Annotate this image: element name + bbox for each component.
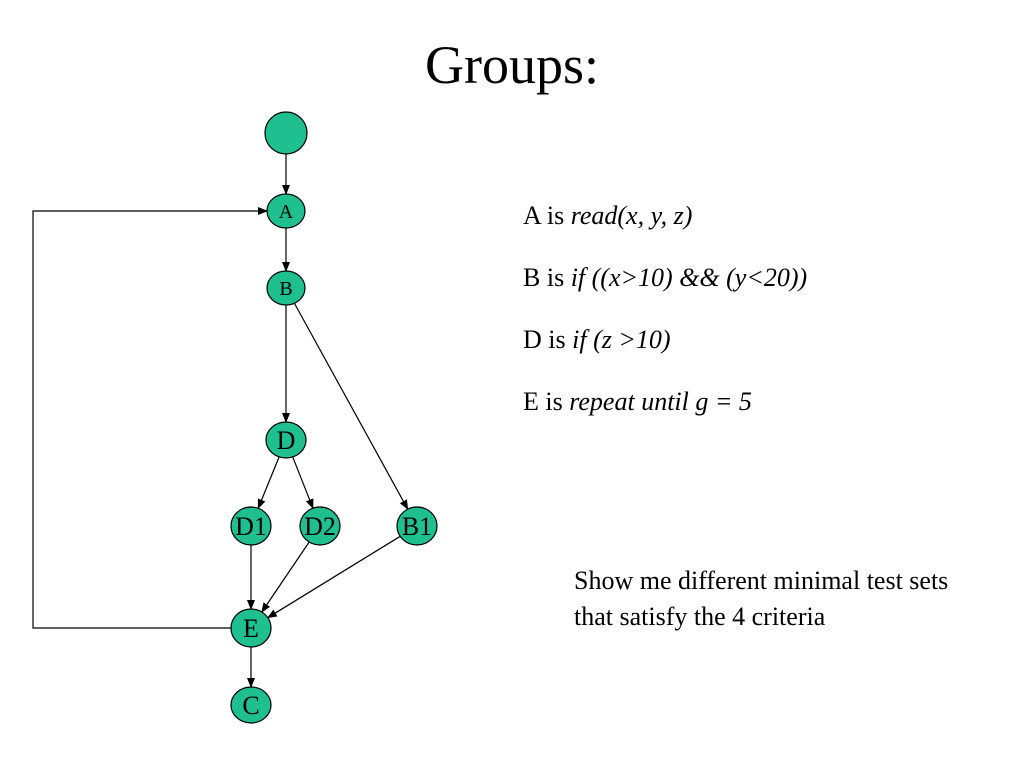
definition-e-prefix: E is [523, 387, 570, 416]
edge-b1-to-e [266, 535, 401, 619]
node-b-label: B [279, 278, 292, 300]
node-b1-circle [396, 506, 438, 546]
node-d1-label: D1 [235, 512, 267, 541]
node-e-circle [230, 608, 272, 648]
node-start [264, 111, 308, 155]
node-d2: D2 [299, 506, 341, 546]
definition-a-expr: read(x, y, z) [570, 201, 693, 230]
definition-d: D is if (z >10) [523, 320, 807, 382]
node-e: E [230, 608, 272, 648]
definition-b-expr: if ((x>10) && (y<20)) [570, 263, 808, 292]
definition-list: A is read(x, y, z) B is if ((x>10) && (y… [523, 196, 807, 444]
node-d-circle [265, 421, 307, 459]
slide-title: Groups: [425, 35, 599, 95]
node-e-label: E [243, 614, 259, 643]
definition-d-expr: if (z >10) [572, 325, 671, 354]
node-d1: D1 [230, 506, 272, 546]
edge-b-to-b1 [293, 302, 409, 511]
node-d2-circle [299, 506, 341, 546]
definition-e-expr: repeat until g = 5 [569, 387, 752, 416]
definition-b: B is if ((x>10) && (y<20)) [523, 258, 807, 320]
definition-e: E is repeat until g = 5 [523, 382, 807, 444]
definition-d-prefix: D is [523, 325, 573, 354]
definition-a: A is read(x, y, z) [523, 196, 807, 258]
node-b1-label: B1 [402, 512, 432, 541]
node-b1: B1 [396, 506, 438, 546]
edge-d-to-d2 [292, 456, 314, 510]
node-d-label: D [277, 426, 296, 455]
node-a-circle [266, 193, 306, 229]
node-a-label: A [279, 201, 294, 223]
node-start-circle [264, 111, 308, 155]
node-c-circle [230, 686, 272, 724]
node-a: A [266, 193, 306, 229]
definition-a-prefix: A is [523, 201, 571, 230]
instruction-note: Show me different minimal test sets that… [574, 566, 949, 631]
edge-d2-to-e [261, 541, 310, 613]
node-c-label: C [242, 691, 259, 720]
node-d1-circle [230, 506, 272, 546]
node-d: D [265, 421, 307, 459]
node-d2-label: D2 [304, 512, 336, 541]
edge-d-to-d1 [257, 456, 280, 510]
node-b: B [266, 270, 306, 306]
node-b-circle [266, 270, 306, 306]
edge-e-to-a [32, 207, 268, 629]
node-c: C [230, 686, 272, 724]
definition-b-prefix: B is [523, 263, 571, 292]
